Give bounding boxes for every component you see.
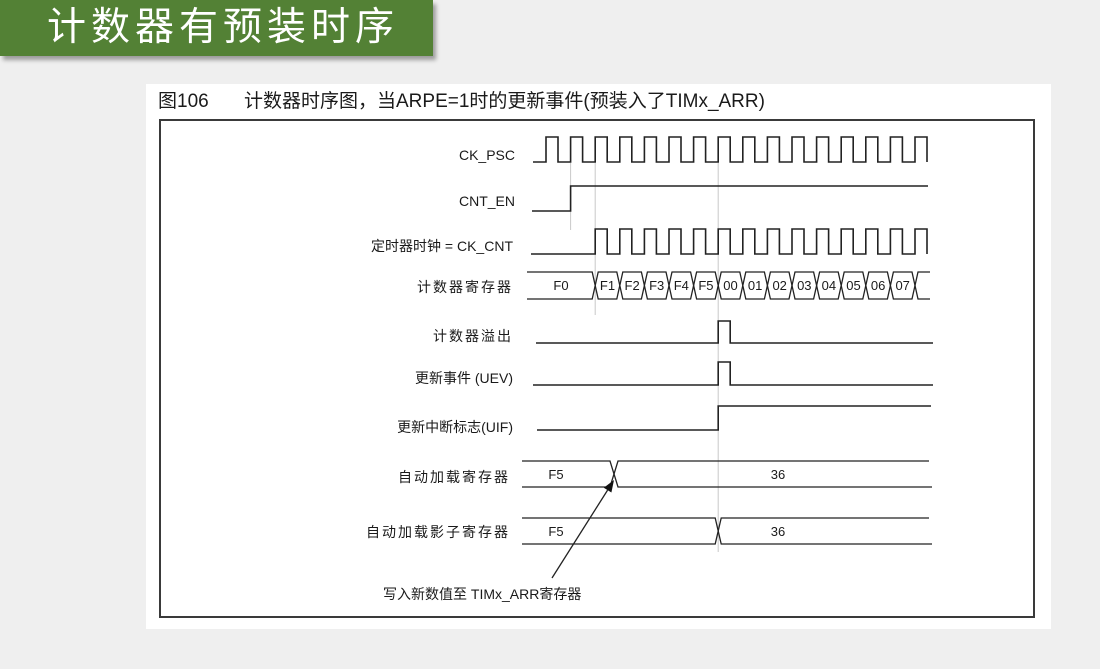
- label-uev: 更新事件 (UEV): [415, 370, 513, 386]
- figure-frame: [159, 119, 1035, 618]
- waveform-uif: [537, 405, 931, 431]
- counter-value: 05: [846, 278, 860, 293]
- label-arr-shadow: 自动加载影子寄存器: [366, 524, 510, 540]
- counter-value: F0: [553, 278, 568, 293]
- counter-value: F1: [600, 278, 615, 293]
- counter-value: 00: [723, 278, 737, 293]
- counter-value: F2: [625, 278, 640, 293]
- counter-value: 03: [797, 278, 811, 293]
- counter-value: F4: [674, 278, 689, 293]
- figure-panel: [146, 84, 1051, 629]
- arr-value-old: F5: [548, 467, 563, 482]
- counter-value: F5: [698, 278, 713, 293]
- label-ck-psc: CK_PSC: [459, 147, 515, 163]
- waveform-cnt-en: [532, 185, 928, 212]
- slide-title-bar: 计数器有预装时序: [0, 0, 433, 56]
- counter-value: 06: [871, 278, 885, 293]
- waveform-ck-psc: [533, 136, 928, 163]
- annotation-write-arr: 写入新数值至 TIMx_ARR寄存器: [383, 586, 581, 602]
- counter-values: F0 F1 F2 F3 F4 F5 00 01 02 03 04 05 06 0…: [553, 278, 910, 293]
- arrow-icon: [551, 480, 614, 579]
- arr-shadow-value-old: F5: [548, 524, 563, 539]
- waveform-ck-cnt: [531, 228, 928, 255]
- bus-arr-shadow: F5 36: [522, 517, 932, 545]
- counter-value: 07: [895, 278, 909, 293]
- label-uif: 更新中断标志(UIF): [397, 419, 513, 435]
- label-counter-overflow: 计数器溢出: [433, 328, 513, 344]
- label-ck-cnt: 定时器时钟 = CK_CNT: [371, 238, 513, 254]
- figure-number: 图106: [158, 91, 209, 112]
- counter-value: 01: [748, 278, 762, 293]
- label-counter-register: 计数器寄存器: [417, 279, 513, 295]
- label-cnt-en: CNT_EN: [459, 193, 515, 209]
- counter-value: F3: [649, 278, 664, 293]
- label-arr: 自动加载寄存器: [398, 469, 510, 485]
- arr-value-new: 36: [771, 467, 785, 482]
- waveform-counter-overflow: [536, 320, 933, 344]
- waveform-uev: [533, 361, 933, 386]
- counter-value: 02: [772, 278, 786, 293]
- counter-value: 04: [822, 278, 836, 293]
- slide-title: 计数器有预装时序: [47, 5, 400, 50]
- figure-caption: 计数器时序图，当ARPE=1时的更新事件(预装入了TIMx_ARR): [244, 90, 765, 112]
- arr-shadow-value-new: 36: [771, 524, 785, 539]
- bus-arr: F5 36: [522, 460, 932, 488]
- bus-counter-register: [527, 271, 930, 300]
